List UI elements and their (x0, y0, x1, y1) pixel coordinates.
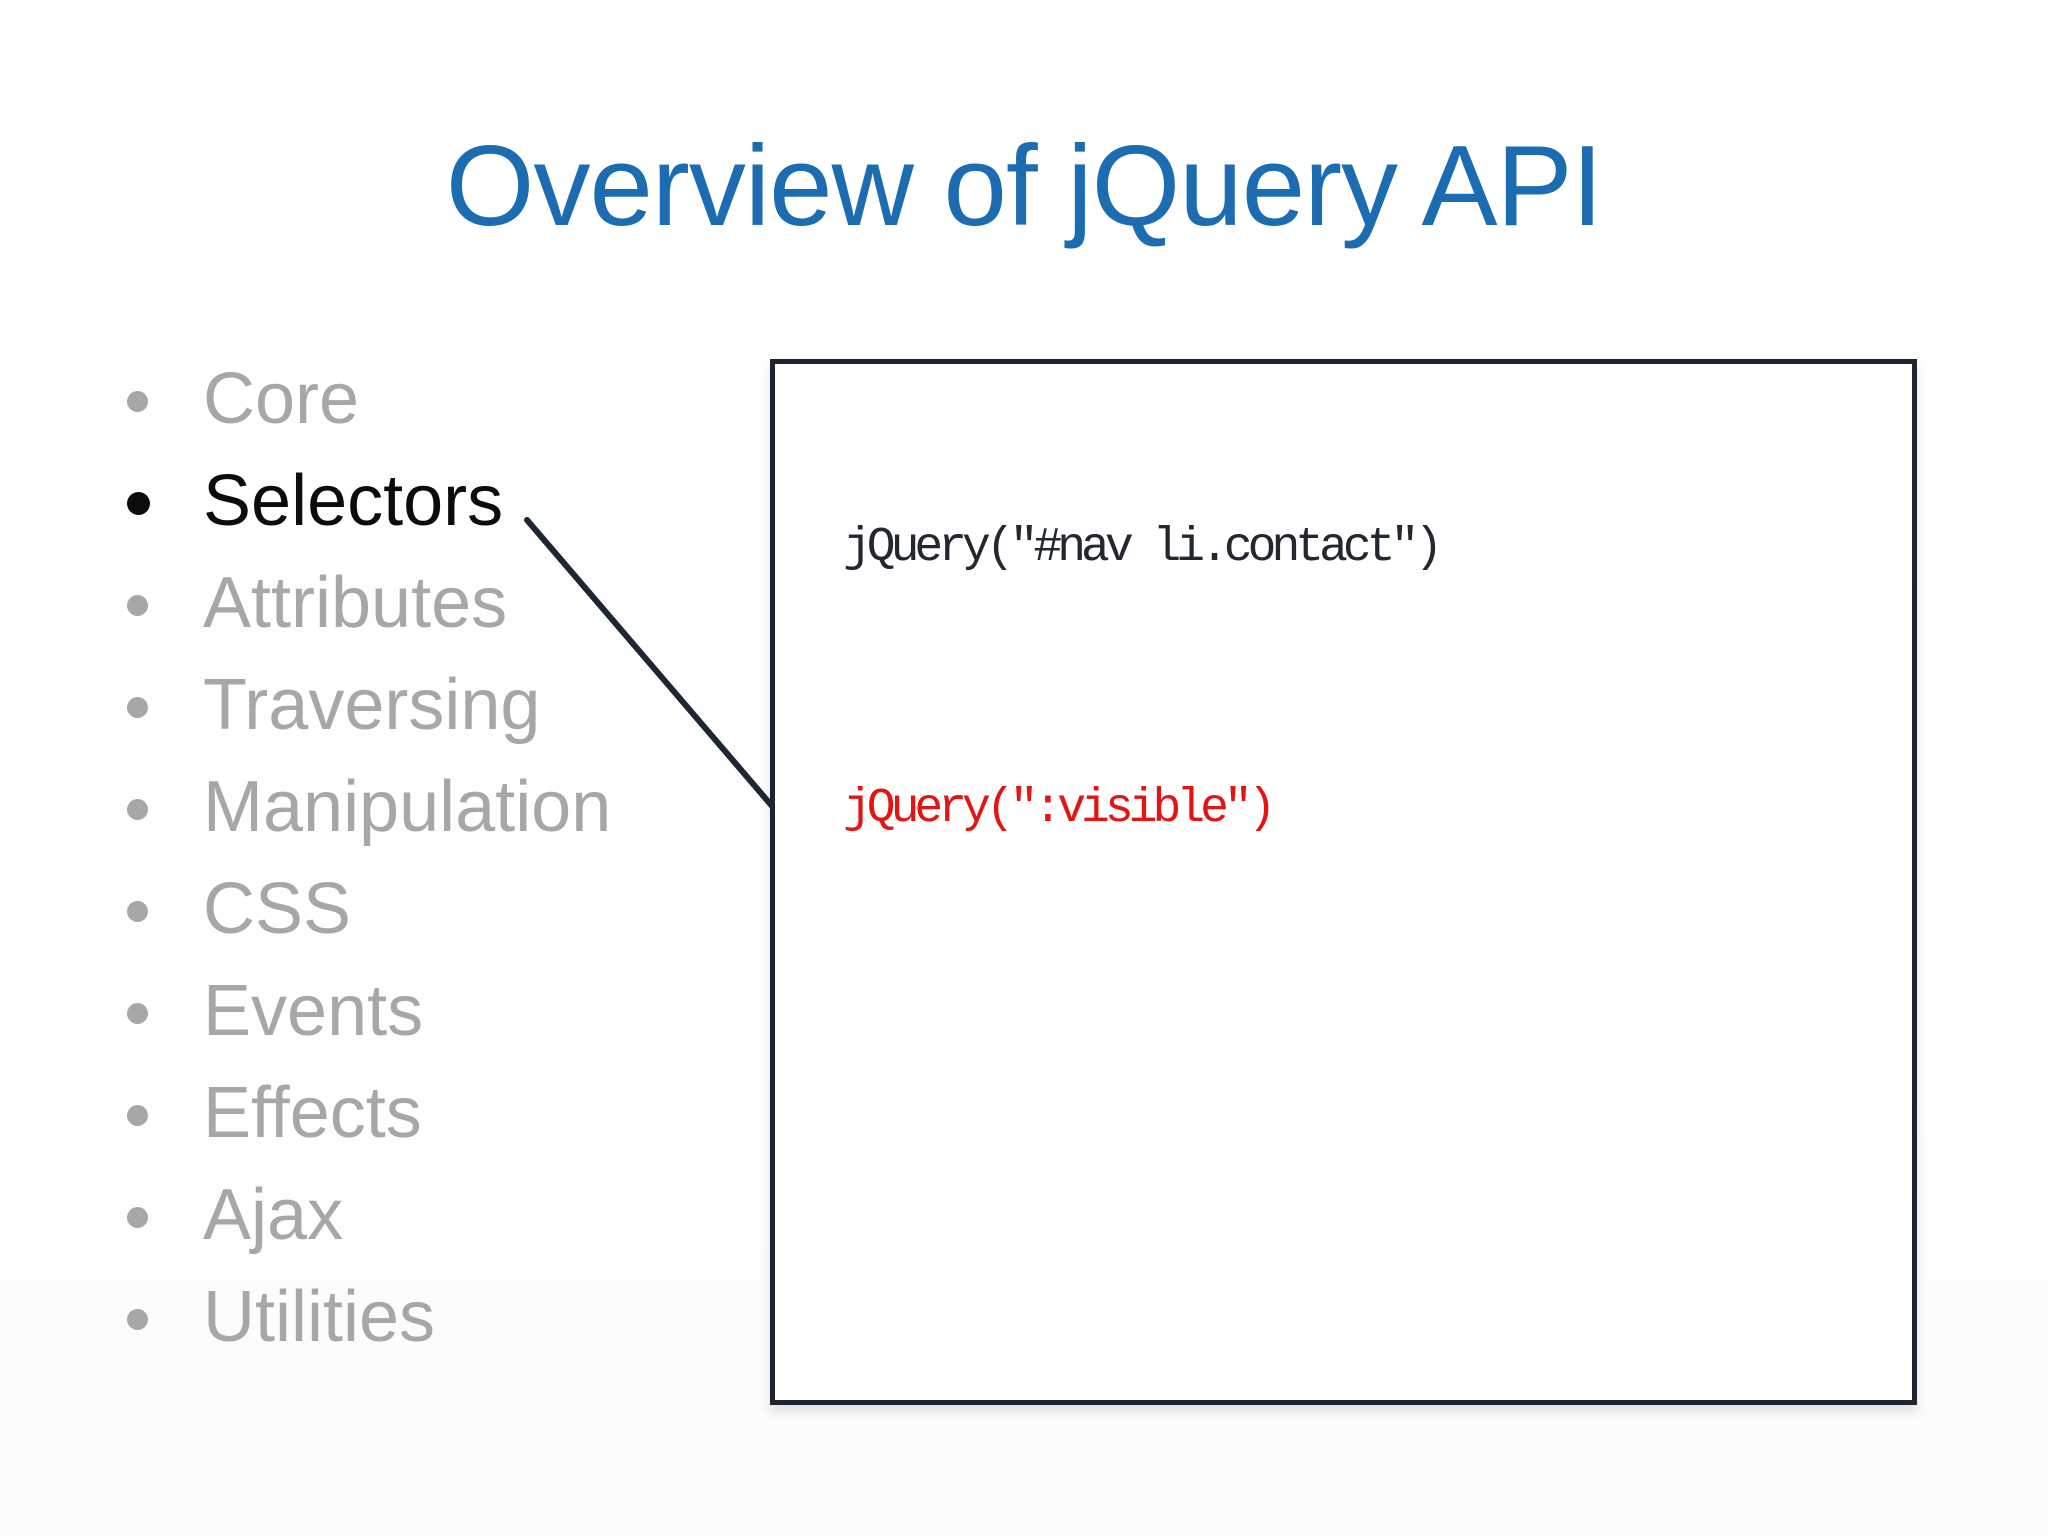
list-item-label: Traversing (203, 665, 541, 745)
list-item-label: Attributes (203, 563, 508, 643)
list-item-label: Manipulation (203, 767, 612, 847)
list-item-attributes: Attributes (127, 552, 611, 654)
list-item-ajax: Ajax (127, 1164, 611, 1266)
bullet-icon (127, 491, 150, 515)
list-item-manipulation: Manipulation (127, 756, 611, 858)
bullet-icon (127, 1104, 148, 1126)
list-item-core: Core (127, 348, 611, 450)
bullet-icon (127, 1206, 148, 1228)
bullet-icon (127, 798, 148, 820)
code-line: jQuery(":visible") (843, 782, 1276, 836)
list-item-label: Selectors (203, 461, 504, 541)
list-item-events: Events (127, 960, 611, 1062)
code-line: jQuery("#nav li.contact") (843, 521, 1443, 575)
bullet-list: Core Selectors Attributes Traversing Man… (127, 348, 611, 1368)
list-item-label: Effects (203, 1073, 422, 1153)
code-block: jQuery("#nav li.contact") jQuery(":visib… (843, 406, 1443, 895)
bullet-icon (127, 390, 148, 412)
slide-title: Overview of jQuery API (445, 123, 1603, 250)
list-item-label: Utilities (203, 1277, 436, 1357)
bullet-icon (127, 1308, 148, 1330)
list-item-css: CSS (127, 858, 611, 960)
list-item-utilities: Utilities (127, 1266, 611, 1368)
bullet-icon (127, 1002, 148, 1024)
list-item-label: Core (203, 359, 360, 439)
list-item-label: CSS (203, 869, 352, 949)
code-panel: jQuery("#nav li.contact") jQuery(":visib… (770, 359, 1917, 1405)
list-item-selectors: Selectors (127, 450, 611, 552)
list-item-label: Events (203, 971, 424, 1051)
bullet-icon (127, 696, 148, 718)
list-item-label: Ajax (203, 1175, 344, 1255)
bullet-icon (127, 594, 148, 616)
list-item-effects: Effects (127, 1062, 611, 1164)
list-item-traversing: Traversing (127, 654, 611, 756)
bullet-icon (127, 900, 148, 922)
